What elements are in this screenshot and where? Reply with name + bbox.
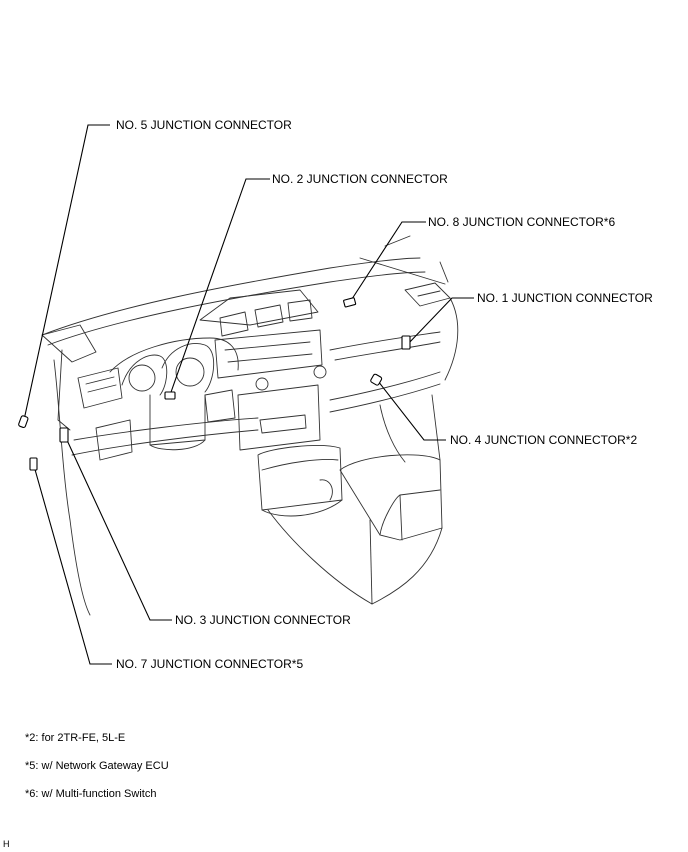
leader-no5 [23, 124, 110, 421]
label-no7-junction-connector: NO. 7 JUNCTION CONNECTOR*5 [116, 657, 304, 671]
corner-code: H [3, 839, 10, 849]
footnote-2: *2: for 2TR-FE, 5L-E [25, 732, 126, 744]
connector-no8-icon [343, 297, 357, 308]
leader-lines [23, 124, 474, 665]
leader-no2 [169, 178, 270, 396]
footnote-6: *6: w/ Multi-function Switch [25, 788, 157, 800]
connector-no1-icon [401, 335, 411, 350]
connectors [18, 297, 411, 471]
leader-no4 [377, 380, 446, 441]
leader-no8 [349, 221, 426, 303]
label-no3-junction-connector: NO. 3 JUNCTION CONNECTOR [175, 613, 351, 627]
connector-no2-icon [164, 391, 176, 400]
label-no2-junction-connector: NO. 2 JUNCTION CONNECTOR [272, 172, 448, 186]
label-no1-junction-connector: NO. 1 JUNCTION CONNECTOR [477, 291, 653, 305]
leader-no7 [33, 465, 112, 665]
label-no8-junction-connector: NO. 8 JUNCTION CONNECTOR*6 [428, 215, 616, 229]
connector-no4-icon [370, 373, 383, 386]
connector-no7-icon [29, 457, 38, 471]
connector-no3-icon [59, 427, 69, 443]
leader-no1 [406, 297, 474, 346]
footnote-5: *5: w/ Network Gateway ECU [25, 760, 169, 772]
dashboard-outline [41, 235, 459, 616]
label-no5-junction-connector: NO. 5 JUNCTION CONNECTOR [116, 118, 292, 132]
leader-no3 [65, 437, 172, 621]
label-no4-junction-connector: NO. 4 JUNCTION CONNECTOR*2 [450, 433, 638, 447]
connector-no5-icon [18, 415, 29, 428]
